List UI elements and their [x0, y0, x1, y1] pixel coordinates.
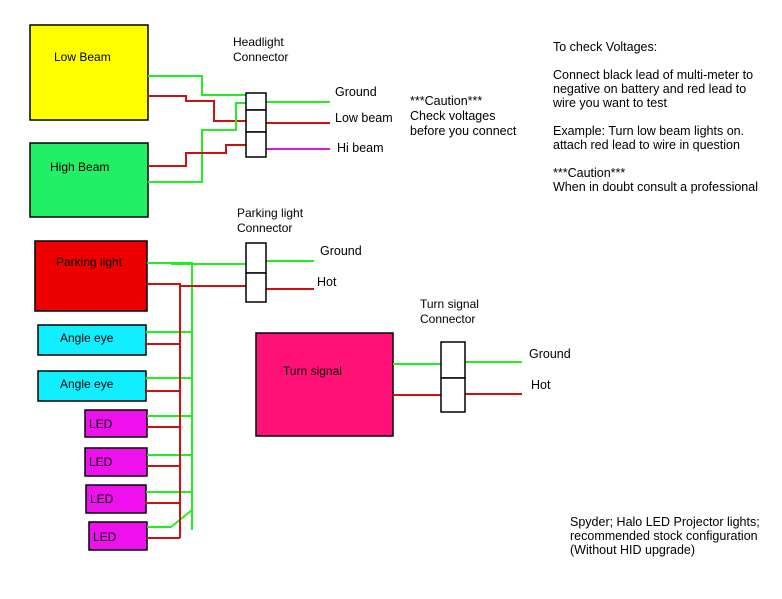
wire-lowbeam-ground	[148, 75, 246, 96]
wire-highbeam-ground	[148, 102, 246, 183]
led-label-4: LED	[93, 530, 117, 544]
led-box-4	[88, 521, 148, 551]
instructions-line-4: wire you want to test	[552, 96, 667, 110]
turn-signal-connector	[440, 341, 466, 413]
caution-line-2: Check voltages	[410, 109, 495, 123]
led-box-1	[84, 409, 148, 438]
angle-eye-box-2	[37, 370, 147, 402]
headlight-connector-subtitle: Connector	[233, 50, 288, 64]
led-box-2	[84, 447, 148, 477]
footer-line-3: (Without HID upgrade)	[570, 543, 695, 557]
instructions-line-5: Example: Turn low beam lights on.	[553, 124, 744, 138]
headlight-lowbeam-label: Low beam	[335, 111, 393, 125]
instructions-line-1: To check Voltages:	[553, 40, 657, 54]
turn-signal-box	[255, 332, 394, 437]
instructions-line-7: ***Caution***	[553, 166, 625, 180]
turn-signal-label: Turn signal	[283, 364, 342, 378]
turn-ground-label: Ground	[529, 347, 571, 361]
footer-line-1: Spyder; Halo LED Projector lights;	[570, 515, 760, 529]
wire-parking-ground-bus	[147, 262, 193, 530]
wire-parking-hot-bus	[147, 283, 181, 538]
wire-led4-ground	[147, 509, 193, 528]
low-beam-label: Low Beam	[54, 50, 111, 64]
voltage-instructions: To check Voltages: Connect black lead of…	[552, 40, 758, 194]
headlight-hibeam-label: Hi beam	[337, 141, 384, 155]
instructions-line-3: negative on battery and red lead to	[553, 82, 746, 96]
high-beam-label: High Beam	[50, 160, 109, 174]
turn-connector-subtitle: Connector	[420, 312, 475, 326]
led-box-3	[85, 484, 147, 514]
headlight-connector	[245, 92, 267, 158]
angle-eye-label-1: Angle eye	[60, 331, 114, 345]
wire-lowbeam-hot	[148, 95, 246, 122]
parking-light-label: Parking light	[56, 255, 123, 269]
wire-highbeam-hot	[148, 144, 246, 167]
turn-hot-label: Hot	[531, 378, 551, 392]
parking-light-box	[34, 240, 148, 312]
led-label-3: LED	[90, 492, 114, 506]
turn-connector-title: Turn signal	[420, 297, 479, 311]
low-beam-box	[29, 24, 149, 121]
parking-light-connector	[245, 242, 267, 303]
instructions-line-2: Connect black lead of multi-meter to	[553, 68, 753, 82]
instructions-line-6: attach red lead to wire in question	[553, 138, 740, 152]
caution-line-1: ***Caution***	[410, 94, 482, 108]
instructions-line-8: When in doubt consult a professional	[553, 180, 758, 194]
footer-note: Spyder; Halo LED Projector lights; recom…	[570, 515, 760, 557]
caution-note: ***Caution*** Check voltages before you …	[410, 94, 517, 138]
headlight-connector-title: Headlight	[233, 35, 284, 49]
caution-line-3: before you connect	[410, 124, 517, 138]
parking-hot-label: Hot	[317, 275, 337, 289]
parking-connector-subtitle: Connector	[237, 221, 292, 235]
headlight-ground-label: Ground	[335, 85, 377, 99]
parking-ground-label: Ground	[320, 244, 362, 258]
footer-line-2: recommended stock configuration	[570, 529, 758, 543]
angle-eye-label-2: Angle eye	[60, 377, 114, 391]
parking-connector-title: Parking light	[237, 206, 304, 220]
high-beam-box	[29, 142, 149, 218]
angle-eye-box-1	[37, 324, 147, 356]
led-label-2: LED	[89, 455, 113, 469]
led-label-1: LED	[89, 417, 113, 431]
